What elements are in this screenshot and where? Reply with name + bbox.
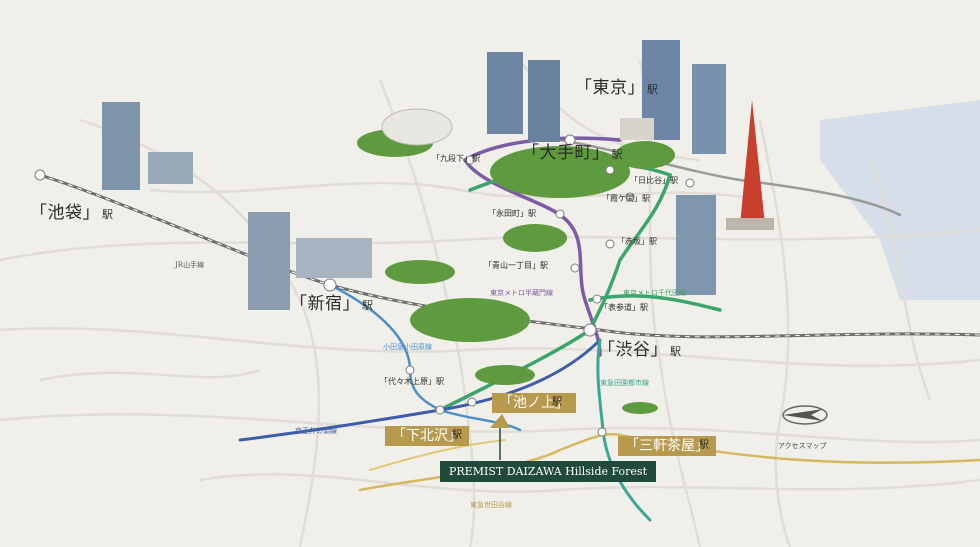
station-markers — [34, 134, 695, 437]
station-kasumigaseki: 「霞ケ関」駅 — [602, 194, 650, 203]
station-shimokitazawa-badge: 「下北沢」 — [385, 426, 469, 446]
line-label-setagaya: 東急世田谷線 — [470, 501, 512, 509]
station-tokyo: 「東京」駅 — [575, 78, 659, 98]
station-aoyama-itchome: 「青山一丁目」駅 — [484, 261, 548, 270]
jr-east-line — [558, 138, 902, 217]
station-ikebukuro: 「池袋」駅 — [30, 203, 114, 223]
station-shinjuku: 「新宿」駅 — [290, 294, 374, 314]
destination-label: PREMIST DAIZAWA Hillside Forest — [440, 461, 656, 482]
line-label-hanzomon: 東京メトロ半蔵門線 — [490, 289, 553, 297]
access-map-label: アクセスマップ — [778, 442, 827, 450]
station-sangenjaya-badge: 「三軒茶屋」 — [618, 436, 716, 456]
station-kudanshita: 「九段下」駅 — [432, 154, 480, 163]
buildings — [102, 40, 774, 310]
compass-icon — [782, 405, 828, 425]
tokyo-tower — [740, 100, 765, 225]
odakyu-line — [328, 283, 522, 432]
line-label-jr-yamanote: JR山手線 — [175, 261, 205, 269]
station-hibiya: 「日比谷」駅 — [630, 176, 678, 185]
station-omotesando: 「表参道」駅 — [600, 303, 648, 312]
destination-pin — [490, 414, 510, 460]
station-ikenoue-badge: 「池ノ上」 — [492, 393, 576, 413]
line-label-odakyu: 小田急小田原線 — [383, 343, 432, 351]
line-label-denentoshi: 東急田園都市線 — [600, 379, 649, 387]
station-shibuya: 「渋谷」駅 — [598, 340, 682, 360]
line-label-chiyoda: 東京メトロ千代田線 — [623, 289, 686, 297]
station-shimokitazawa-eki: 駅 — [452, 430, 462, 441]
station-akasaka: 「赤坂」駅 — [617, 237, 657, 246]
parks — [357, 129, 675, 414]
station-sangenjaya-eki: 駅 — [699, 440, 709, 451]
station-yoyogiuehara: 「代々木上原」駅 — [380, 377, 444, 386]
station-nagatacho: 「永田町」駅 — [488, 209, 536, 218]
line-label-keio-inokashira: 京王井の頭線 — [295, 427, 337, 435]
station-otemachi: 「大手町」駅 — [522, 143, 623, 163]
station-ikenoue-eki: 駅 — [552, 397, 562, 408]
bay-water — [820, 100, 980, 300]
